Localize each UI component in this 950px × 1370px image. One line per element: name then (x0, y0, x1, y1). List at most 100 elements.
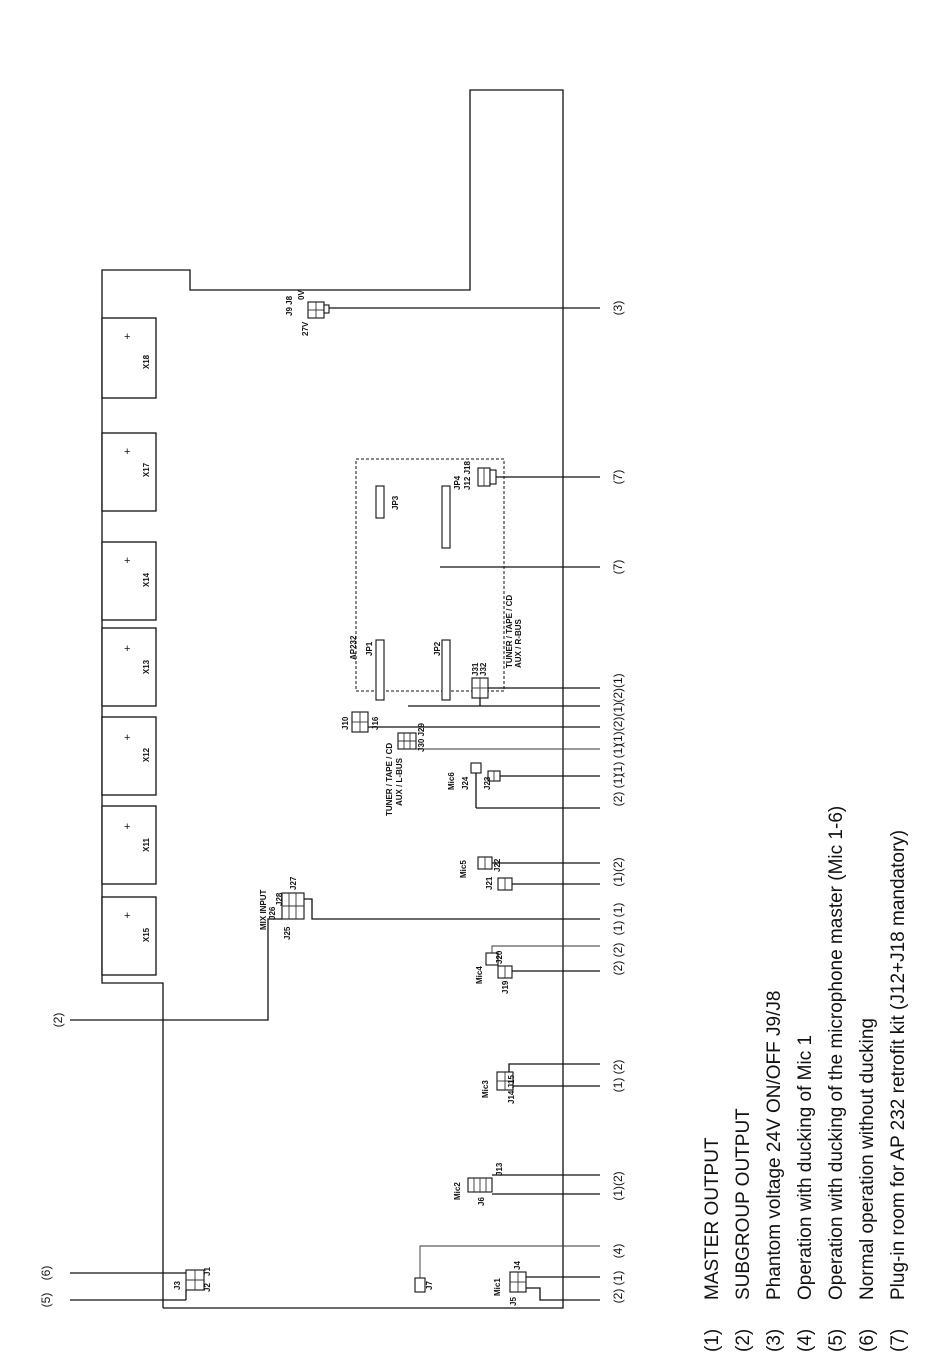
j21-label: J21 (485, 876, 494, 890)
callout-12c: (1)(2) (611, 1171, 625, 1200)
mic4-label: Mic4 (475, 966, 484, 984)
connector-x13: + X13 (101, 627, 157, 707)
j24-label: J24 (461, 776, 470, 790)
callout-5: (5) (39, 1293, 53, 1308)
legend-num-4: (4) (795, 1329, 816, 1352)
j9-j8-connector: J9 J8 0V 27V (285, 290, 600, 336)
jp2-label: JP2 (433, 641, 442, 656)
callout-11a: (1) (1) (611, 744, 625, 777)
mic6-connectors: Mic6 J24 J23 (447, 762, 600, 809)
j27-label: J27 (289, 876, 298, 890)
j13-label: J13 (495, 1162, 504, 1176)
j16-label: J16 (371, 716, 380, 730)
rbus-label-2: AUX / R-BUS (514, 618, 523, 668)
legend-num-7: (7) (888, 1329, 909, 1352)
legend-num-2: (2) (733, 1329, 754, 1352)
legend-text-4: Operation with ducking of Mic 1 (795, 1035, 816, 1300)
legend-num-1: (1) (702, 1329, 723, 1352)
lbus-label-2: AUX / L-BUS (395, 757, 404, 806)
plus-sign: + (124, 555, 130, 567)
mix-input-connectors: MIX INPUT J28 J26 J27 J25 (70, 876, 600, 1021)
mixinput-label: MIX INPUT (259, 889, 268, 930)
callout-4: (4) (611, 1244, 625, 1259)
mic3-label: Mic3 (481, 1080, 490, 1098)
j31-label: J31 (471, 662, 480, 676)
j3-j1-j2-connector: J3 J1 J2 (70, 1267, 212, 1301)
x18-label: X18 (142, 354, 151, 369)
mic1-connectors: Mic1 J5 J4 (493, 1261, 600, 1306)
0v-label: 0V (297, 290, 306, 300)
jp2-header (441, 639, 451, 701)
x17-label: X17 (142, 462, 151, 477)
callout-7a: (7) (611, 470, 625, 485)
jp3-header (375, 485, 385, 519)
callout-121: (1)(2)(1) (611, 702, 625, 746)
callout-2b: (2) (1) (611, 1271, 625, 1304)
j20-label: J20 (495, 950, 504, 964)
mic3-connectors: Mic3 J14 J15 (481, 1063, 600, 1104)
rbus-label-1: TUNER / TAPE / CD (505, 595, 514, 668)
mic2-connectors: Mic2 J6 J13 (453, 1162, 600, 1206)
connector-x14: + X14 (101, 541, 157, 621)
legend-text-5: Operation with ducking of the microphone… (826, 806, 847, 1300)
mic4-connectors: Mic4 J20 J19 (475, 945, 600, 994)
x14-label: X14 (142, 572, 151, 587)
plus-sign: + (124, 331, 130, 343)
jp4-label: JP4 (453, 475, 462, 490)
x13-label: X13 (142, 659, 151, 674)
j14j15-label: J14 J15 (507, 1075, 516, 1104)
callout-3: (3) (611, 301, 625, 316)
legend-num-6: (6) (857, 1329, 878, 1352)
x15-label: X15 (142, 927, 151, 942)
callout-2-top: (2) (51, 1013, 65, 1028)
j26-label: J26 (268, 906, 277, 920)
connector-x18: + X18 (101, 317, 157, 399)
27v-label: 27V (301, 321, 310, 336)
j25-label: J25 (283, 926, 292, 940)
board-outline (101, 89, 564, 1309)
j7-label: J7 (425, 1281, 434, 1290)
callout-221: (2) (2) (611, 943, 625, 976)
callout-12a: (1)(2) (611, 857, 625, 886)
jp1-label: JP1 (365, 641, 374, 656)
mic5-connectors: Mic5 J22 J21 (459, 856, 600, 891)
j23-label: J23 (483, 776, 492, 790)
plus-sign: + (124, 643, 130, 655)
connector-x12: + X12 (101, 716, 157, 796)
j7-connector: J7 (414, 1245, 600, 1293)
plus-sign: + (124, 732, 130, 744)
jp3-label: JP3 (391, 495, 400, 510)
callout-12b: (1) (2) (611, 1060, 625, 1093)
mic5-label: Mic5 (459, 860, 468, 878)
lbus-label-1: TUNER / TAPE / CD (385, 743, 394, 816)
connector-x17: + X17 (101, 432, 157, 512)
j30j29-label: J30 J29 (417, 723, 426, 752)
connector-x15: + X15 (101, 896, 157, 976)
x11-label: X11 (142, 838, 151, 852)
j32-label: J32 (479, 662, 488, 676)
j1-label: J1 (203, 1267, 212, 1276)
callout-6: (6) (39, 1266, 53, 1281)
j28-label: J28 (275, 892, 284, 906)
legend-text-7: Plug-in room for AP 232 retrofit kit (J1… (888, 830, 909, 1300)
j10-j16-connector: J10 J16 (341, 711, 600, 733)
j4-label: J4 (513, 1261, 522, 1270)
j31-j32-connector: J31 J32 (408, 662, 600, 707)
callout-21: (2) (1) (611, 774, 625, 807)
mic2-label: Mic2 (453, 1182, 462, 1200)
jp4-header (441, 485, 451, 549)
connector-x11: + X11 (101, 805, 157, 885)
j12j18-label: J12 J18 (463, 461, 472, 490)
plus-sign: + (124, 446, 130, 458)
j2-label: J2 (203, 1283, 212, 1292)
jp1-header (375, 639, 385, 701)
j9j8-label: J9 J8 (285, 295, 294, 316)
legend-text-2: SUBGROUP OUTPUT (733, 1108, 754, 1300)
j22-label: J22 (493, 858, 502, 872)
j5-label: J5 (509, 1297, 518, 1306)
j30-j29-connector: J30 J29 TUNER / TAPE / CD AUX / L-BUS (385, 723, 600, 816)
callout-11b: (1) (1) (611, 903, 625, 936)
legend-text-1: MASTER OUTPUT (702, 1137, 723, 1300)
callout-212: (2)(1) (611, 673, 625, 702)
